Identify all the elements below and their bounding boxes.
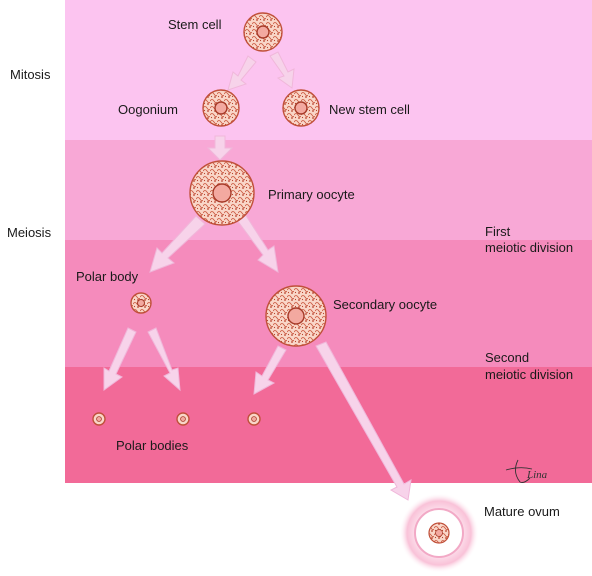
oogonium-label: Oogonium [118,102,178,117]
arrow-oogonium-to-primary [206,135,234,161]
mature-ovum-label: Mature ovum [484,504,560,519]
second-division-label-line2: meiotic division [485,367,574,382]
primary-oocyte-cell [189,160,255,226]
arrow-stem-to-oogonium [227,55,257,91]
polar-body-cell [130,292,152,314]
meiosis-label: Meiosis [7,225,52,240]
mature-ovum-cell [399,493,479,573]
arrow-polar-to-left [103,327,137,391]
first-meiotic-band [65,140,592,240]
stem-cell [243,12,283,52]
polar-body-label: Polar body [76,269,139,284]
stem-cell-label: Stem cell [168,17,222,32]
arrow-secondary-to-ovum [315,341,412,501]
arrow-primary-to-polar [149,215,206,273]
first-division-label-line2: meiotic division [485,240,574,255]
new-stem-cell [282,89,320,127]
arrow-secondary-to-polar [253,345,287,395]
polar-body-small-3 [247,412,261,426]
secondary-oocyte-label: Secondary oocyte [333,297,438,312]
svg-text:Lina: Lina [526,469,548,481]
arrow-stem-to-new-stem [269,51,295,89]
polar-body-small-1 [92,412,106,426]
arrow-primary-to-secondary [236,213,279,273]
signature: Lina [505,459,548,483]
first-division-label-line1: First [485,224,511,239]
oogonium-cell [202,89,240,127]
mitosis-band [65,0,592,140]
polar-bodies-label: Polar bodies [116,438,189,453]
secondary-oocyte-cell [265,285,327,347]
polar-body-small-2 [176,412,190,426]
primary-oocyte-label: Primary oocyte [268,187,355,202]
mitosis-label: Mitosis [10,67,51,82]
arrow-polar-to-middle [147,327,181,392]
final-band [65,367,592,483]
new-stem-cell-label: New stem cell [329,102,410,117]
second-division-label-line1: Second [485,350,530,365]
